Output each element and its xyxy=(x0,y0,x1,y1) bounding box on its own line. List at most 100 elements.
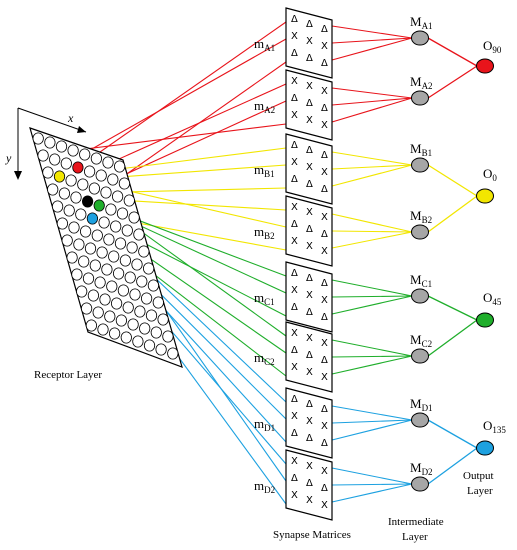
receptor-cell xyxy=(119,254,132,267)
synapse-delta-mark: Δ xyxy=(321,184,328,195)
labels: x y Receptor Layer Synapse Matrices Inte… xyxy=(5,14,506,543)
connection-lines xyxy=(47,21,478,505)
receptor-cell xyxy=(58,187,71,200)
synapse-x-mark: X xyxy=(291,31,298,42)
receptor-cell xyxy=(110,220,122,233)
synapse-delta-mark: Δ xyxy=(306,399,313,410)
receptor-cell xyxy=(143,339,156,352)
output-label-subscript: 0 xyxy=(492,173,497,183)
synapse-delta-mark: Δ xyxy=(291,473,298,484)
receptor-cell xyxy=(121,224,133,237)
matrix-label-d2: mD2 xyxy=(254,478,275,495)
y-axis-label: y xyxy=(5,151,12,165)
intermediate-label-subscript: C1 xyxy=(422,279,433,289)
synapse-delta-mark: Δ xyxy=(291,345,298,356)
synapse-delta-mark: Δ xyxy=(291,174,298,185)
receptor-cell xyxy=(76,285,88,298)
receptor-cell xyxy=(123,194,135,207)
synapse-x-mark: X xyxy=(306,461,313,472)
matrix-to-intermediate-line xyxy=(331,213,413,233)
receptor-cell xyxy=(55,140,68,153)
intermediate-to-output-line xyxy=(427,295,478,321)
receptor-cell xyxy=(157,313,169,326)
receptor-to-matrix-line xyxy=(73,123,287,152)
synapse-delta-mark: Δ xyxy=(306,224,313,235)
group-b xyxy=(411,157,494,240)
synapse-x-mark: X xyxy=(291,328,298,339)
receptor-cell xyxy=(147,279,159,292)
matrix-to-intermediate-line xyxy=(331,295,413,298)
receptor-to-matrix-line xyxy=(77,21,287,168)
synapse-delta-mark: Δ xyxy=(306,98,313,109)
receptor-cell xyxy=(78,255,90,268)
receptor-cell xyxy=(80,225,92,238)
receptor-cell xyxy=(87,289,100,302)
synapse-x-mark: X xyxy=(306,115,313,126)
output-layer-caption-2: Layer xyxy=(467,485,493,497)
receptor-cell xyxy=(63,204,75,217)
receptor-cell xyxy=(102,156,114,169)
output-node-45 xyxy=(476,312,494,328)
intermediate-label-subscript: C2 xyxy=(422,339,433,349)
receptor-cell xyxy=(116,207,129,220)
receptor-cell xyxy=(77,178,89,191)
synapse-delta-mark: Δ xyxy=(291,14,298,25)
receptor-cell xyxy=(106,280,118,293)
matrix-label-subscript: D2 xyxy=(264,485,275,495)
receptor-cell xyxy=(71,268,83,281)
synapse-x-mark: X xyxy=(321,120,328,131)
receptor-cell-highlighted xyxy=(82,195,94,208)
receptor-cell xyxy=(49,153,61,166)
receptor-cell xyxy=(162,330,174,343)
receptor-cell xyxy=(114,237,127,250)
receptor-cell xyxy=(113,267,125,280)
intermediate-layer-caption-1: Intermediate xyxy=(388,516,444,528)
matrix-label-subscript: C2 xyxy=(264,357,275,367)
output-label-90: O90 xyxy=(483,38,502,55)
receptor-cell xyxy=(37,149,49,162)
intermediate-label-c1: MC1 xyxy=(410,272,432,289)
output-label-45: O45 xyxy=(483,290,502,307)
synapse-delta-mark: Δ xyxy=(291,219,298,230)
intermediate-to-output-line xyxy=(427,419,478,449)
synapse-x-mark: X xyxy=(306,333,313,344)
x-axis-line xyxy=(17,107,87,133)
synapse-delta-mark: Δ xyxy=(291,428,298,439)
output-node-0 xyxy=(476,188,494,204)
matrix-label-subscript: A1 xyxy=(264,43,275,53)
receptor-cell xyxy=(92,306,104,319)
intermediate-node-b2 xyxy=(411,224,429,240)
synapse-delta-mark: Δ xyxy=(321,103,328,114)
intermediate-label-subscript: D1 xyxy=(422,403,433,413)
receptor-cell xyxy=(108,250,120,263)
receptor-cell xyxy=(145,309,158,322)
receptor-cell-highlighted xyxy=(53,170,66,183)
receptor-cell xyxy=(81,302,93,315)
intermediate-to-output-line xyxy=(427,447,478,485)
synapse-x-mark: X xyxy=(306,367,313,378)
synapse-delta-mark: Δ xyxy=(321,483,328,494)
receptor-layer xyxy=(14,107,183,368)
synapse-x-mark: X xyxy=(321,466,328,477)
intermediate-label-subscript: D2 xyxy=(422,467,433,477)
group-d xyxy=(411,412,494,492)
receptor-cell xyxy=(111,297,123,310)
synapse-delta-mark: Δ xyxy=(321,278,328,289)
intermediate-layer-caption-2: Layer xyxy=(402,531,428,543)
matrix-to-intermediate-line xyxy=(331,25,413,39)
matrix-label-subscript: D1 xyxy=(264,423,275,433)
synapse-delta-mark: Δ xyxy=(291,48,298,59)
synapse-delta-mark: Δ xyxy=(321,404,328,415)
matrix-label-a1: mA1 xyxy=(254,36,275,53)
intermediate-node-b1 xyxy=(411,157,429,173)
intermediate-label-subscript: A2 xyxy=(422,81,433,91)
receptor-cell xyxy=(103,233,115,246)
intermediate-node-c1 xyxy=(411,288,429,304)
intermediate-label-d2: MD2 xyxy=(410,460,433,477)
synapse-x-mark: X xyxy=(306,495,313,506)
matrix-label-subscript: A2 xyxy=(264,105,275,115)
receptor-cell xyxy=(118,177,131,190)
synapse-matrix-frame xyxy=(285,133,333,205)
